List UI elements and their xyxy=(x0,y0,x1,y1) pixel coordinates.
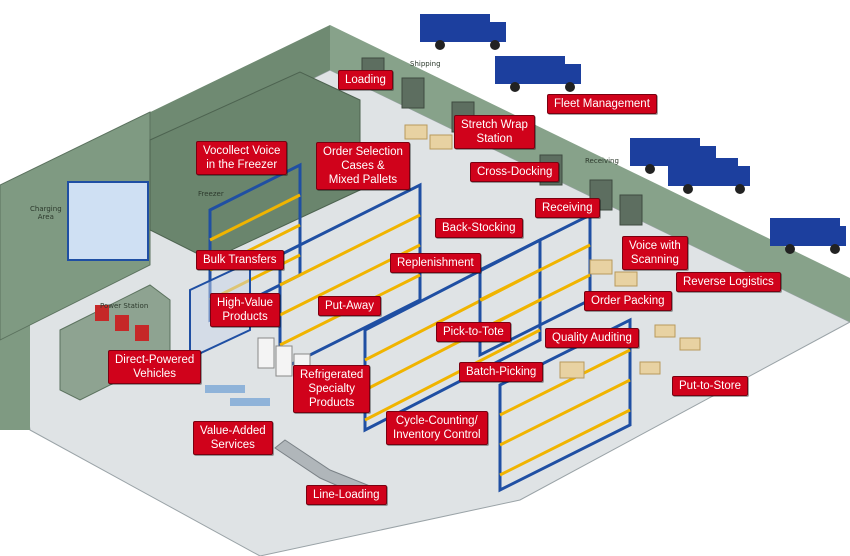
charging-window xyxy=(67,181,149,261)
truck-2 xyxy=(495,56,581,92)
freezer-sign: Freezer xyxy=(198,190,224,198)
pallet-boxes xyxy=(404,124,701,379)
callout-batch-picking[interactable]: Batch-Picking xyxy=(459,362,544,382)
shipping-sign: Shipping xyxy=(410,60,441,68)
callout-line-loading[interactable]: Line-Loading xyxy=(306,485,387,505)
callout-reverse-logistics[interactable]: Reverse Logistics xyxy=(676,272,781,292)
callout-stretch-wrap[interactable]: Stretch Wrap Station xyxy=(454,115,535,149)
callout-back-stocking[interactable]: Back-Stocking xyxy=(435,218,523,238)
callout-loading[interactable]: Loading xyxy=(338,70,393,90)
right-wall xyxy=(330,25,850,322)
truck-5 xyxy=(770,218,846,254)
value-added-tables xyxy=(205,385,270,406)
receiving-sign: Receiving xyxy=(585,157,619,165)
callout-put-to-store[interactable]: Put-to-Store xyxy=(672,376,748,396)
callout-cross-docking[interactable]: Cross-Docking xyxy=(470,162,560,182)
callout-voice-scanning[interactable]: Voice with Scanning xyxy=(622,236,688,270)
callout-pick-to-tote[interactable]: Pick-to-Tote xyxy=(436,322,511,342)
power-station-sign: Power Station xyxy=(100,302,149,310)
callout-order-selection[interactable]: Order Selection Cases & Mixed Pallets xyxy=(316,142,410,190)
charging-area-sign: Charging Area xyxy=(30,205,62,221)
callout-fleet-management[interactable]: Fleet Management xyxy=(547,94,657,114)
callout-quality-auditing[interactable]: Quality Auditing xyxy=(545,328,639,348)
callout-bulk-transfers[interactable]: Bulk Transfers xyxy=(196,250,284,270)
callout-refrigerated[interactable]: Refrigerated Specialty Products xyxy=(293,365,371,413)
truck-4 xyxy=(668,158,750,194)
callout-high-value[interactable]: High-Value Products xyxy=(210,293,281,327)
callout-value-added[interactable]: Value-Added Services xyxy=(193,421,273,455)
callout-order-packing[interactable]: Order Packing xyxy=(584,291,672,311)
forklifts xyxy=(95,305,149,341)
truck-1 xyxy=(420,14,506,50)
callout-put-away[interactable]: Put-Away xyxy=(318,296,382,316)
callout-direct-powered[interactable]: Direct-Powered Vehicles xyxy=(108,350,202,384)
callout-cycle-counting[interactable]: Cycle-Counting/ Inventory Control xyxy=(386,411,488,445)
callout-vocollect-freezer[interactable]: Vocollect Voice in the Freezer xyxy=(196,141,288,175)
callout-replenishment[interactable]: Replenishment xyxy=(390,253,481,273)
callout-receiving[interactable]: Receiving xyxy=(535,198,600,218)
